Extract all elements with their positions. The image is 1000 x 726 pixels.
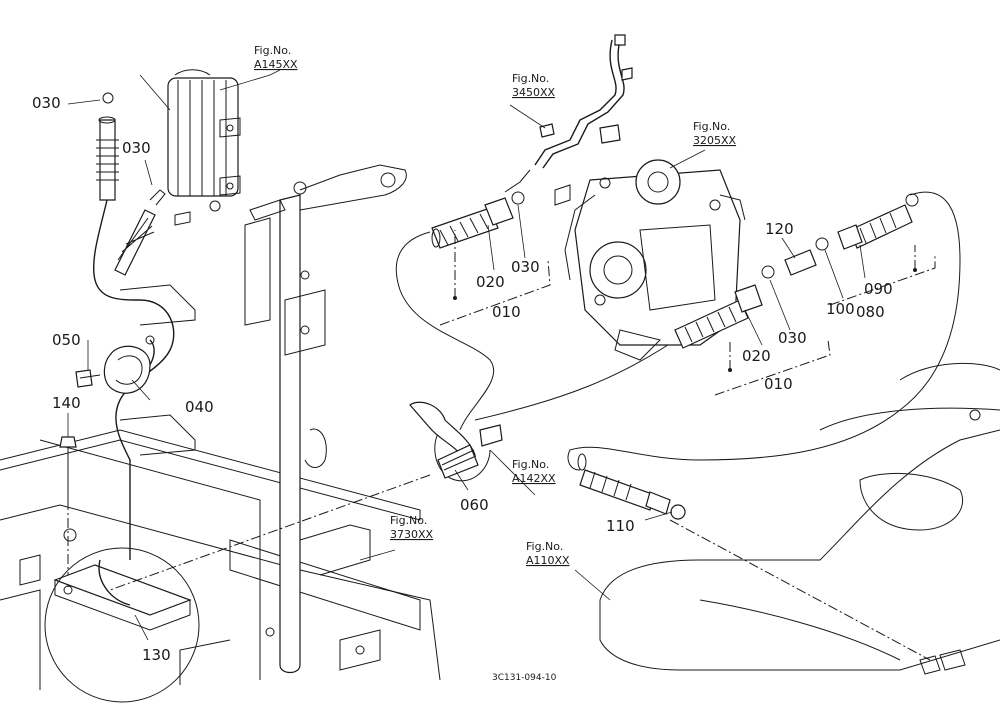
fig-ref-prefix: Fig.No.	[512, 72, 549, 85]
hose-bracket-drawing	[75, 284, 196, 560]
leader-lines	[67, 69, 866, 641]
part-label-080: 080	[856, 303, 885, 321]
part-label-140: 140	[52, 394, 81, 412]
part-label-130: 130	[142, 646, 171, 664]
part-label-010: 010	[492, 303, 521, 321]
fig-ref-number: 3730XX	[390, 528, 434, 541]
part-label-030: 030	[122, 139, 151, 157]
fig-ref-prefix: Fig.No.	[693, 120, 730, 133]
part-label-030: 030	[778, 329, 807, 347]
steering-pillar-drawing	[244, 164, 407, 674]
fig-ref-a145: Fig.No. A145XX	[254, 44, 298, 71]
fig-ref-3730: Fig.No. 3730XX	[390, 514, 434, 541]
clamp-060-drawing	[409, 401, 503, 479]
fig-ref-3450: Fig.No. 3450XX	[512, 72, 556, 99]
part-label-010: 010	[764, 375, 793, 393]
injection-pump-drawing	[554, 159, 746, 361]
part-label-030: 030	[32, 94, 61, 112]
part-label-060: 060	[460, 496, 489, 514]
part-label-050: 050	[52, 331, 81, 349]
part-label-110: 110	[606, 517, 635, 535]
left-hose-drawing	[92, 92, 166, 301]
lower-hose-drawing	[577, 453, 686, 520]
fig-ref-number: A142XX	[512, 472, 556, 485]
fig-ref-3205: Fig.No. 3205XX	[693, 120, 737, 147]
fig-ref-number: A145XX	[254, 58, 298, 71]
main-hose-routing	[109, 191, 961, 661]
fuel-pipe-drawing	[504, 34, 633, 193]
fig-ref-prefix: Fig.No.	[526, 540, 563, 553]
hose-assembly-010-left	[431, 191, 551, 326]
oil-cooler-drawing	[167, 69, 241, 226]
part-label-090: 090	[864, 280, 893, 298]
hose-assembly-080	[761, 193, 936, 306]
fig-ref-prefix: Fig.No.	[512, 458, 549, 471]
part-label-030: 030	[511, 258, 540, 276]
part-label-020: 020	[476, 273, 505, 291]
fig-ref-number: A110XX	[526, 554, 570, 567]
fig-ref-number: 3205XX	[693, 134, 737, 147]
fig-ref-number: 3450XX	[512, 86, 556, 99]
bolt-and-guide-drawing	[44, 436, 200, 703]
part-label-100: 100	[826, 300, 855, 318]
fig-ref-prefix: Fig.No.	[254, 44, 291, 57]
fig-ref-a142: Fig.No. A142XX	[512, 458, 556, 485]
main-frame-drawing	[0, 429, 441, 690]
part-labels: 030 030 050 040 140 130 060 020 030 010 …	[32, 94, 893, 664]
figure-code: 3C131-094-10	[492, 673, 557, 683]
part-label-120: 120	[765, 220, 794, 238]
hose-assembly-010-right	[674, 284, 831, 396]
floor-frame-drawing	[599, 363, 1000, 675]
part-label-040: 040	[185, 398, 214, 416]
fig-ref-a110: Fig.No. A110XX	[526, 540, 570, 567]
part-label-020: 020	[742, 347, 771, 365]
fig-ref-prefix: Fig.No.	[390, 514, 427, 527]
